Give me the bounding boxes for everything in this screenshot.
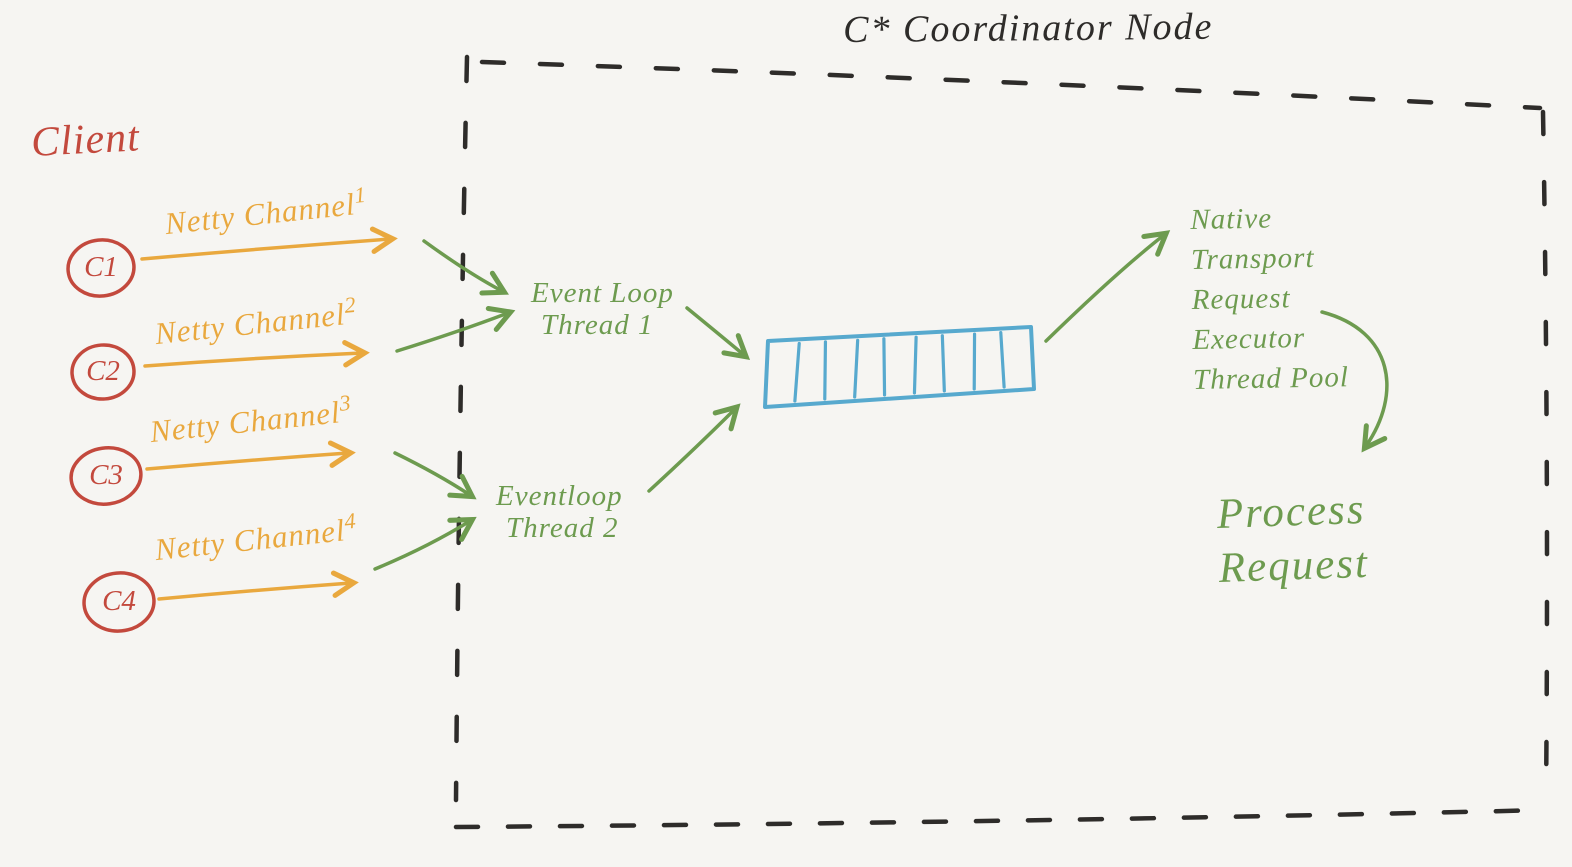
- process-request-label: Process Request: [1216, 483, 1370, 596]
- client-c4-circle: [82, 571, 156, 633]
- queue-slot-tick: [823, 340, 828, 401]
- netty-channel-3-arrow: [145, 440, 356, 471]
- arrow-queue-to-executor: [1044, 230, 1171, 343]
- process-line-1: Process: [1216, 485, 1367, 538]
- arrow-c1-to-eventloop1: [422, 239, 509, 296]
- eventloop-1-line-2: Thread 1: [541, 308, 654, 341]
- client-c1-label: C1: [84, 251, 118, 284]
- request-queue: [763, 325, 1036, 409]
- executor-thread-pool-label: Native Transport Request Executor Thread…: [1190, 197, 1349, 400]
- client-c3-circle: [69, 446, 143, 506]
- netty-channel-1-number: 1: [353, 181, 368, 208]
- netty-channel-2-arrow: [143, 340, 370, 368]
- box-top-edge: [479, 59, 1543, 111]
- queue-slot-tick: [882, 337, 887, 397]
- queue-slot-tick: [793, 341, 801, 403]
- eventloop-2-line-2: Thread 2: [506, 511, 619, 544]
- executor-line-1: Native: [1190, 202, 1273, 236]
- arrow-c3-to-eventloop2: [393, 451, 477, 500]
- box-left-edge: [453, 54, 470, 803]
- arrow-eventloop2-to-queue: [647, 403, 741, 493]
- arrow-c2-to-eventloop1: [395, 305, 516, 353]
- client-label: Client: [30, 114, 141, 166]
- netty-channel-4-number: 4: [343, 507, 358, 534]
- client-c2-label: C2: [86, 355, 120, 388]
- queue-slot-tick: [940, 334, 946, 393]
- box-right-edge: [1540, 109, 1550, 805]
- client-c3-label: C3: [89, 459, 123, 492]
- executor-line-2: Transport: [1190, 241, 1315, 277]
- queue-slot-tick: [912, 335, 918, 395]
- box-bottom-edge: [453, 807, 1550, 830]
- client-c4-label: C4: [102, 585, 136, 618]
- executor-line-4: Executor: [1192, 322, 1306, 357]
- eventloop-1-line-1: Event Loop: [531, 277, 674, 309]
- queue-slot-tick: [853, 338, 860, 399]
- queue-slot-tick: [999, 330, 1006, 389]
- netty-channel-3-number: 3: [338, 389, 353, 416]
- arrow-executor-to-process: [1320, 310, 1389, 453]
- eventloop-2-line-1: Eventloop: [496, 480, 623, 512]
- executor-line-5: Thread Pool: [1192, 361, 1350, 397]
- coordinator-node-box: [453, 54, 1550, 830]
- executor-line-3: Request: [1191, 282, 1291, 317]
- netty-channel-2-number: 2: [343, 291, 358, 318]
- eventloop-thread-1-label: Event Loop Thread 1: [531, 277, 674, 342]
- coordinator-node-title: C* Coordinator Node: [842, 5, 1214, 51]
- arrow-eventloop1-to-queue: [685, 306, 751, 361]
- netty-channel-4-arrow: [157, 570, 359, 601]
- process-line-2: Request: [1217, 539, 1370, 592]
- netty-channel-1-arrow: [140, 226, 398, 261]
- eventloop-thread-2-label: Eventloop Thread 2: [496, 480, 623, 545]
- client-c2-circle: [70, 343, 136, 401]
- client-c1-circle: [66, 238, 136, 298]
- arrow-c4-to-eventloop2: [373, 516, 477, 571]
